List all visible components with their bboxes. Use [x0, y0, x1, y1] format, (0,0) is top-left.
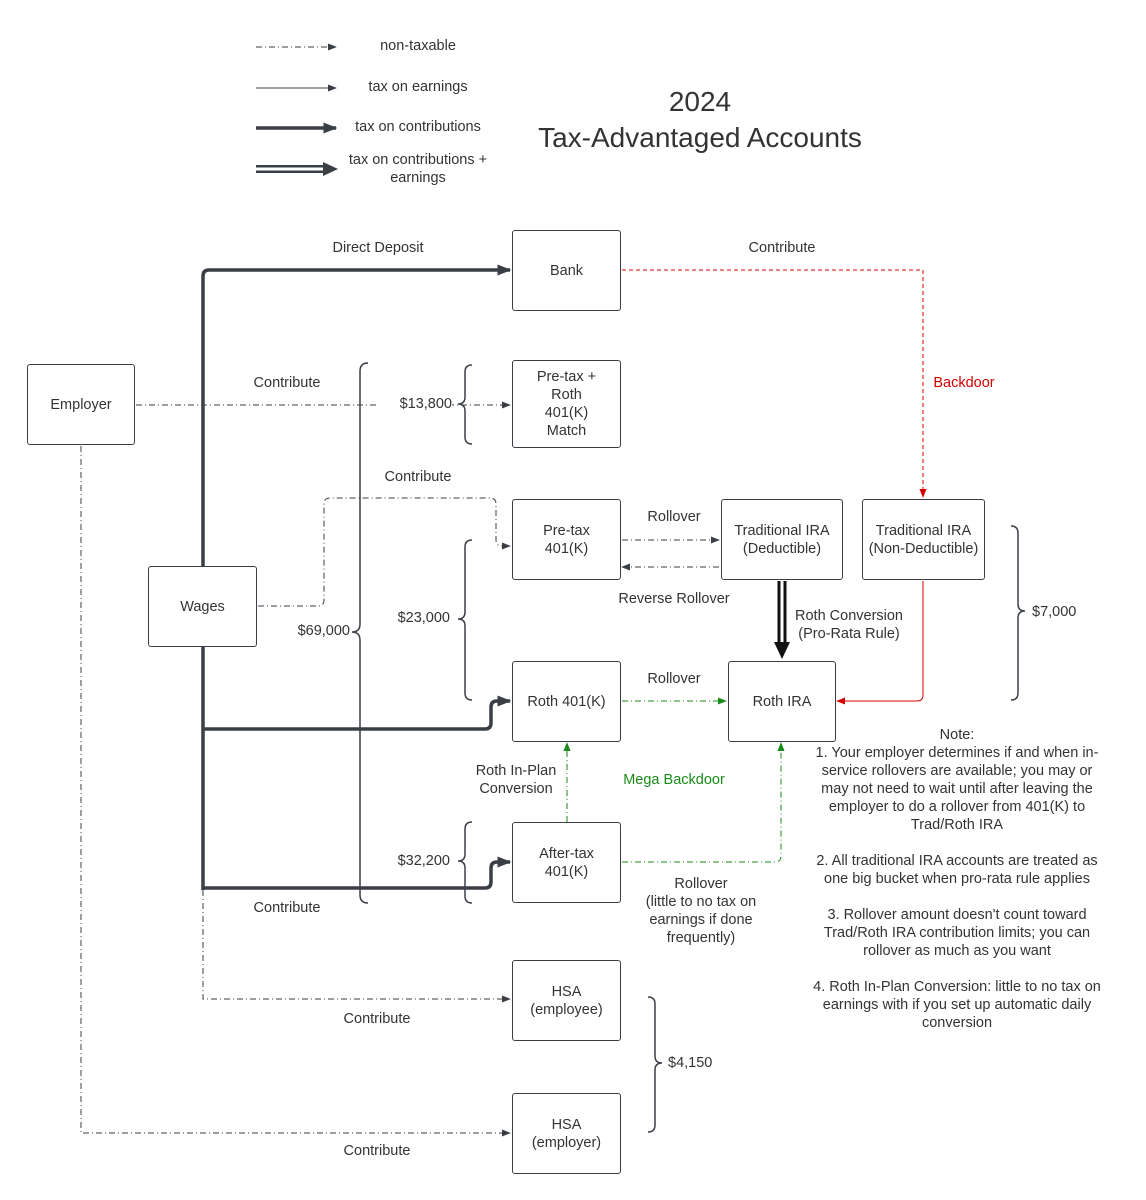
- label-rollover-to-roth-ira: Rollover: [647, 671, 701, 687]
- edge-wages-to-aftertax401k: [203, 856, 512, 890]
- limit-hsa: $4,150: [668, 1055, 713, 1071]
- legend-label-tax-on-earnings: tax on earnings: [368, 79, 468, 95]
- node-traditional-ira-deductible[interactable]: Traditional IRA (Deductible): [721, 499, 843, 580]
- edge-trad-nonded-to-rothira: [836, 581, 924, 705]
- label-aftertax-contribute: Contribute: [253, 900, 321, 916]
- node-aftertax-401k[interactable]: After-tax 401(K): [512, 822, 621, 903]
- brace-ira: [1010, 525, 1026, 701]
- note-item-3: 3. Rollover amount doesn't count toward …: [823, 907, 1091, 959]
- node-employer[interactable]: Employer: [27, 364, 135, 445]
- node-401k-match[interactable]: Pre-tax + Roth 401(K) Match: [512, 360, 621, 448]
- brace-match: [457, 364, 473, 445]
- node-roth-401k[interactable]: Roth 401(K): [512, 661, 621, 742]
- label-rollover-to-trad-ira: Rollover: [647, 509, 701, 525]
- edge-wages-to-roth401k: [203, 695, 512, 731]
- label-rollover-aftertax: Rollover (little to no tax on earnings i…: [645, 876, 757, 946]
- limit-match: $13,800: [378, 395, 452, 413]
- note-item-4: 4. Roth In-Plan Conversion: little to no…: [813, 979, 1101, 1031]
- label-hsa-employee-contribute: Contribute: [343, 1011, 411, 1027]
- mega-backdoor-flows: [563, 697, 785, 863]
- thick-flows: [201, 264, 512, 890]
- node-bank[interactable]: Bank: [512, 230, 621, 311]
- brace-total: [351, 362, 369, 904]
- note-item-1: 1. Your employer determines if and when …: [815, 745, 1099, 833]
- label-roth-conversion: Roth Conversion (Pro-Rata Rule): [795, 608, 903, 642]
- brace-hsa: [647, 996, 663, 1133]
- label-reverse-rollover: Reverse Rollover: [618, 591, 730, 607]
- note-heading: Note:: [939, 727, 975, 743]
- title-year: 2024: [668, 86, 732, 117]
- edge-employer-to-hsa-employer: [80, 446, 511, 1137]
- legend-label-tax-on-contributions: tax on contributions: [355, 119, 481, 135]
- diagram-title: 2024 Tax-Advantaged Accounts: [500, 84, 900, 156]
- label-bank-contribute: Contribute: [748, 240, 816, 256]
- label-mega-backdoor: Mega Backdoor: [623, 772, 725, 788]
- label-roth-in-plan-conversion: Roth In-Plan Conversion: [475, 763, 557, 797]
- node-hsa-employee[interactable]: HSA (employee): [512, 960, 621, 1041]
- title-text: Tax-Advantaged Accounts: [538, 122, 862, 153]
- limit-total: $69,000: [297, 623, 350, 639]
- node-roth-ira[interactable]: Roth IRA: [728, 661, 836, 742]
- notes-panel: Note: 1. Your employer determines if and…: [806, 726, 1108, 1050]
- label-wages-contribute: Contribute: [384, 469, 452, 485]
- note-item-2: 2. All traditional IRA accounts are trea…: [816, 853, 1098, 887]
- limit-ira: $7,000: [1032, 604, 1077, 620]
- legend-label-tax-on-contributions-earnings: tax on contributions + earnings: [348, 152, 488, 186]
- edge-wages-to-bank: [201, 264, 512, 890]
- edge-aftertax-to-rothira: [622, 742, 785, 863]
- edge-wages-to-pretax401k: [258, 497, 511, 607]
- edge-wages-to-hsa-employee: [202, 890, 511, 1003]
- legend-lines: [256, 43, 338, 176]
- edge-bank-to-trad-nonded: [622, 269, 927, 498]
- node-wages[interactable]: Wages: [148, 566, 257, 647]
- limit-braces: [351, 362, 1026, 1133]
- label-direct-deposit: Direct Deposit: [332, 240, 424, 256]
- legend-label-non-taxable: non-taxable: [380, 38, 456, 54]
- node-traditional-ira-nondeductible[interactable]: Traditional IRA (Non-Deductible): [862, 499, 985, 580]
- roth-conversion-arrow: [774, 581, 790, 659]
- limit-aftertax: $32,200: [397, 853, 450, 869]
- label-employer-contribute: Contribute: [253, 375, 321, 391]
- brace-elective: [457, 539, 473, 701]
- brace-aftertax: [457, 821, 473, 904]
- legend-line-double-head: [323, 162, 338, 176]
- label-hsa-employer-contribute: Contribute: [343, 1143, 411, 1159]
- limit-elective: $23,000: [397, 610, 450, 626]
- backdoor-flows: [622, 269, 927, 705]
- node-hsa-employer[interactable]: HSA (employer): [512, 1093, 621, 1174]
- label-backdoor: Backdoor: [933, 375, 995, 391]
- non-taxable-flows: [80, 401, 720, 1137]
- node-pretax-401k[interactable]: Pre-tax 401(K): [512, 499, 621, 580]
